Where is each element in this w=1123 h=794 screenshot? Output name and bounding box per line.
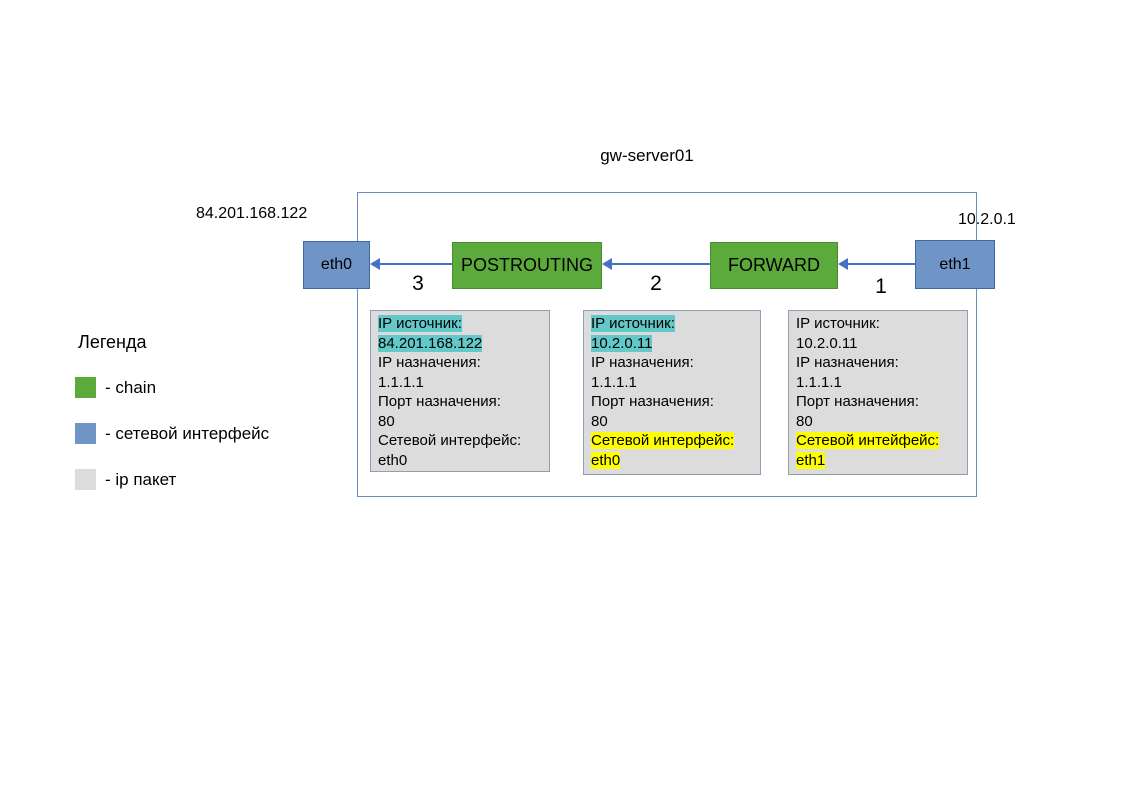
legend-item-label: - сетевой интерфейс <box>105 423 270 443</box>
packet-field-line: IP источник: <box>378 314 542 334</box>
packet-field-text: 80 <box>378 412 395 430</box>
packet-field-line: 80 <box>378 412 542 432</box>
packet-field-line: eth0 <box>591 451 753 471</box>
packet-field-line: IP назначения: <box>796 353 960 373</box>
packet-field-line: Порт назначения: <box>591 392 753 412</box>
packet-field-line: IP назначения: <box>378 353 542 373</box>
arrow-head-left-icon <box>838 258 848 270</box>
packet-field-line: 84.201.168.122 <box>378 334 542 354</box>
packet-field-text: eth0 <box>591 451 621 469</box>
legend-item-chain: - chain <box>75 377 156 398</box>
packet-field-text: eth0 <box>378 451 408 469</box>
packet-field-text: Сетевой интерфейс: <box>378 432 522 449</box>
legend-swatch-ip-packet <box>75 469 96 490</box>
arrow-line <box>377 263 452 265</box>
legend-swatch-chain <box>75 377 96 398</box>
external-ip-label: 84.201.168.122 <box>196 205 308 222</box>
packet-field-line: 1.1.1.1 <box>378 373 542 393</box>
packet-field-line: IP источник: <box>591 314 753 334</box>
packet-box-step-1: IP источник: 10.2.0.11 IP назначения: 1.… <box>788 310 968 475</box>
packet-field-line: Сетевой интерфейс: <box>591 431 753 451</box>
arrow-head-left-icon <box>370 258 380 270</box>
packet-field-line: 1.1.1.1 <box>591 373 753 393</box>
arrow-head-left-icon <box>602 258 612 270</box>
flow-arrow-eth1-to-forward <box>838 258 915 270</box>
packet-box-step-2: IP источник: 10.2.0.11 IP назначения: 1.… <box>583 310 761 475</box>
packet-field-line: IP назначения: <box>591 353 753 373</box>
packet-field-text: 80 <box>591 412 608 430</box>
internal-ip-label: 10.2.0.1 <box>958 211 1016 228</box>
packet-field-text: IP источник: <box>378 315 462 332</box>
packet-field-line: Порт назначения: <box>796 392 960 412</box>
packet-field-text: 1.1.1.1 <box>591 373 637 391</box>
forward-chain-box: FORWARD <box>710 242 838 289</box>
packet-field-text: 10.2.0.11 <box>591 334 653 352</box>
legend-item-ip-packet: - ip пакет <box>75 469 176 490</box>
step-number-2: 2 <box>650 272 662 295</box>
packet-field-text: IP назначения: <box>796 354 899 371</box>
server-title: gw-server01 <box>600 146 694 165</box>
packet-field-text: 84.201.168.122 <box>378 334 483 352</box>
packet-field-text: Порт назначения: <box>796 393 919 410</box>
legend-swatch-interface <box>75 423 96 444</box>
packet-field-line: 1.1.1.1 <box>796 373 960 393</box>
packet-field-text: Порт назначения: <box>591 393 714 410</box>
packet-field-line: Порт назначения: <box>378 392 542 412</box>
packet-field-text: eth1 <box>796 451 826 469</box>
legend-title: Легенда <box>78 332 147 352</box>
packet-field-text: 1.1.1.1 <box>796 373 842 391</box>
arrow-line <box>609 263 710 265</box>
packet-field-line: eth0 <box>378 451 542 471</box>
step-number-1: 1 <box>875 275 887 298</box>
packet-field-text: Сетевой интерфейс: <box>591 432 735 449</box>
packet-field-line: Сетевой интейфейс: <box>796 431 960 451</box>
packet-field-text: 80 <box>796 412 813 430</box>
legend-item-interface: - сетевой интерфейс <box>75 423 269 444</box>
packet-field-text: 10.2.0.11 <box>796 334 858 352</box>
packet-field-line: 80 <box>796 412 960 432</box>
packet-field-text: Порт назначения: <box>378 393 501 410</box>
packet-field-text: IP назначения: <box>378 354 481 371</box>
packet-field-text: Сетевой интейфейс: <box>796 432 940 449</box>
packet-field-line: Сетевой интерфейс: <box>378 431 542 451</box>
legend-item-label: - chain <box>105 377 157 397</box>
eth0-interface-box: eth0 <box>303 241 370 289</box>
legend-item-label: - ip пакет <box>105 469 177 489</box>
step-number-3: 3 <box>412 272 424 295</box>
packet-field-text: IP источник: <box>591 315 675 332</box>
packet-field-line: 10.2.0.11 <box>796 334 960 354</box>
packet-field-line: eth1 <box>796 451 960 471</box>
packet-field-line: 80 <box>591 412 753 432</box>
packet-field-text: IP назначения: <box>591 354 694 371</box>
packet-field-text: 1.1.1.1 <box>378 373 424 391</box>
eth1-interface-box: eth1 <box>915 240 995 289</box>
arrow-line <box>845 263 915 265</box>
packet-field-line: IP источник: <box>796 314 960 334</box>
packet-box-step-3: IP источник: 84.201.168.122 IP назначени… <box>370 310 550 472</box>
flow-arrow-postrouting-to-eth0 <box>370 258 452 270</box>
flow-arrow-forward-to-postrouting <box>602 258 710 270</box>
postrouting-chain-box: POSTROUTING <box>452 242 602 289</box>
packet-field-text: IP источник: <box>796 315 880 332</box>
packet-field-line: 10.2.0.11 <box>591 334 753 354</box>
